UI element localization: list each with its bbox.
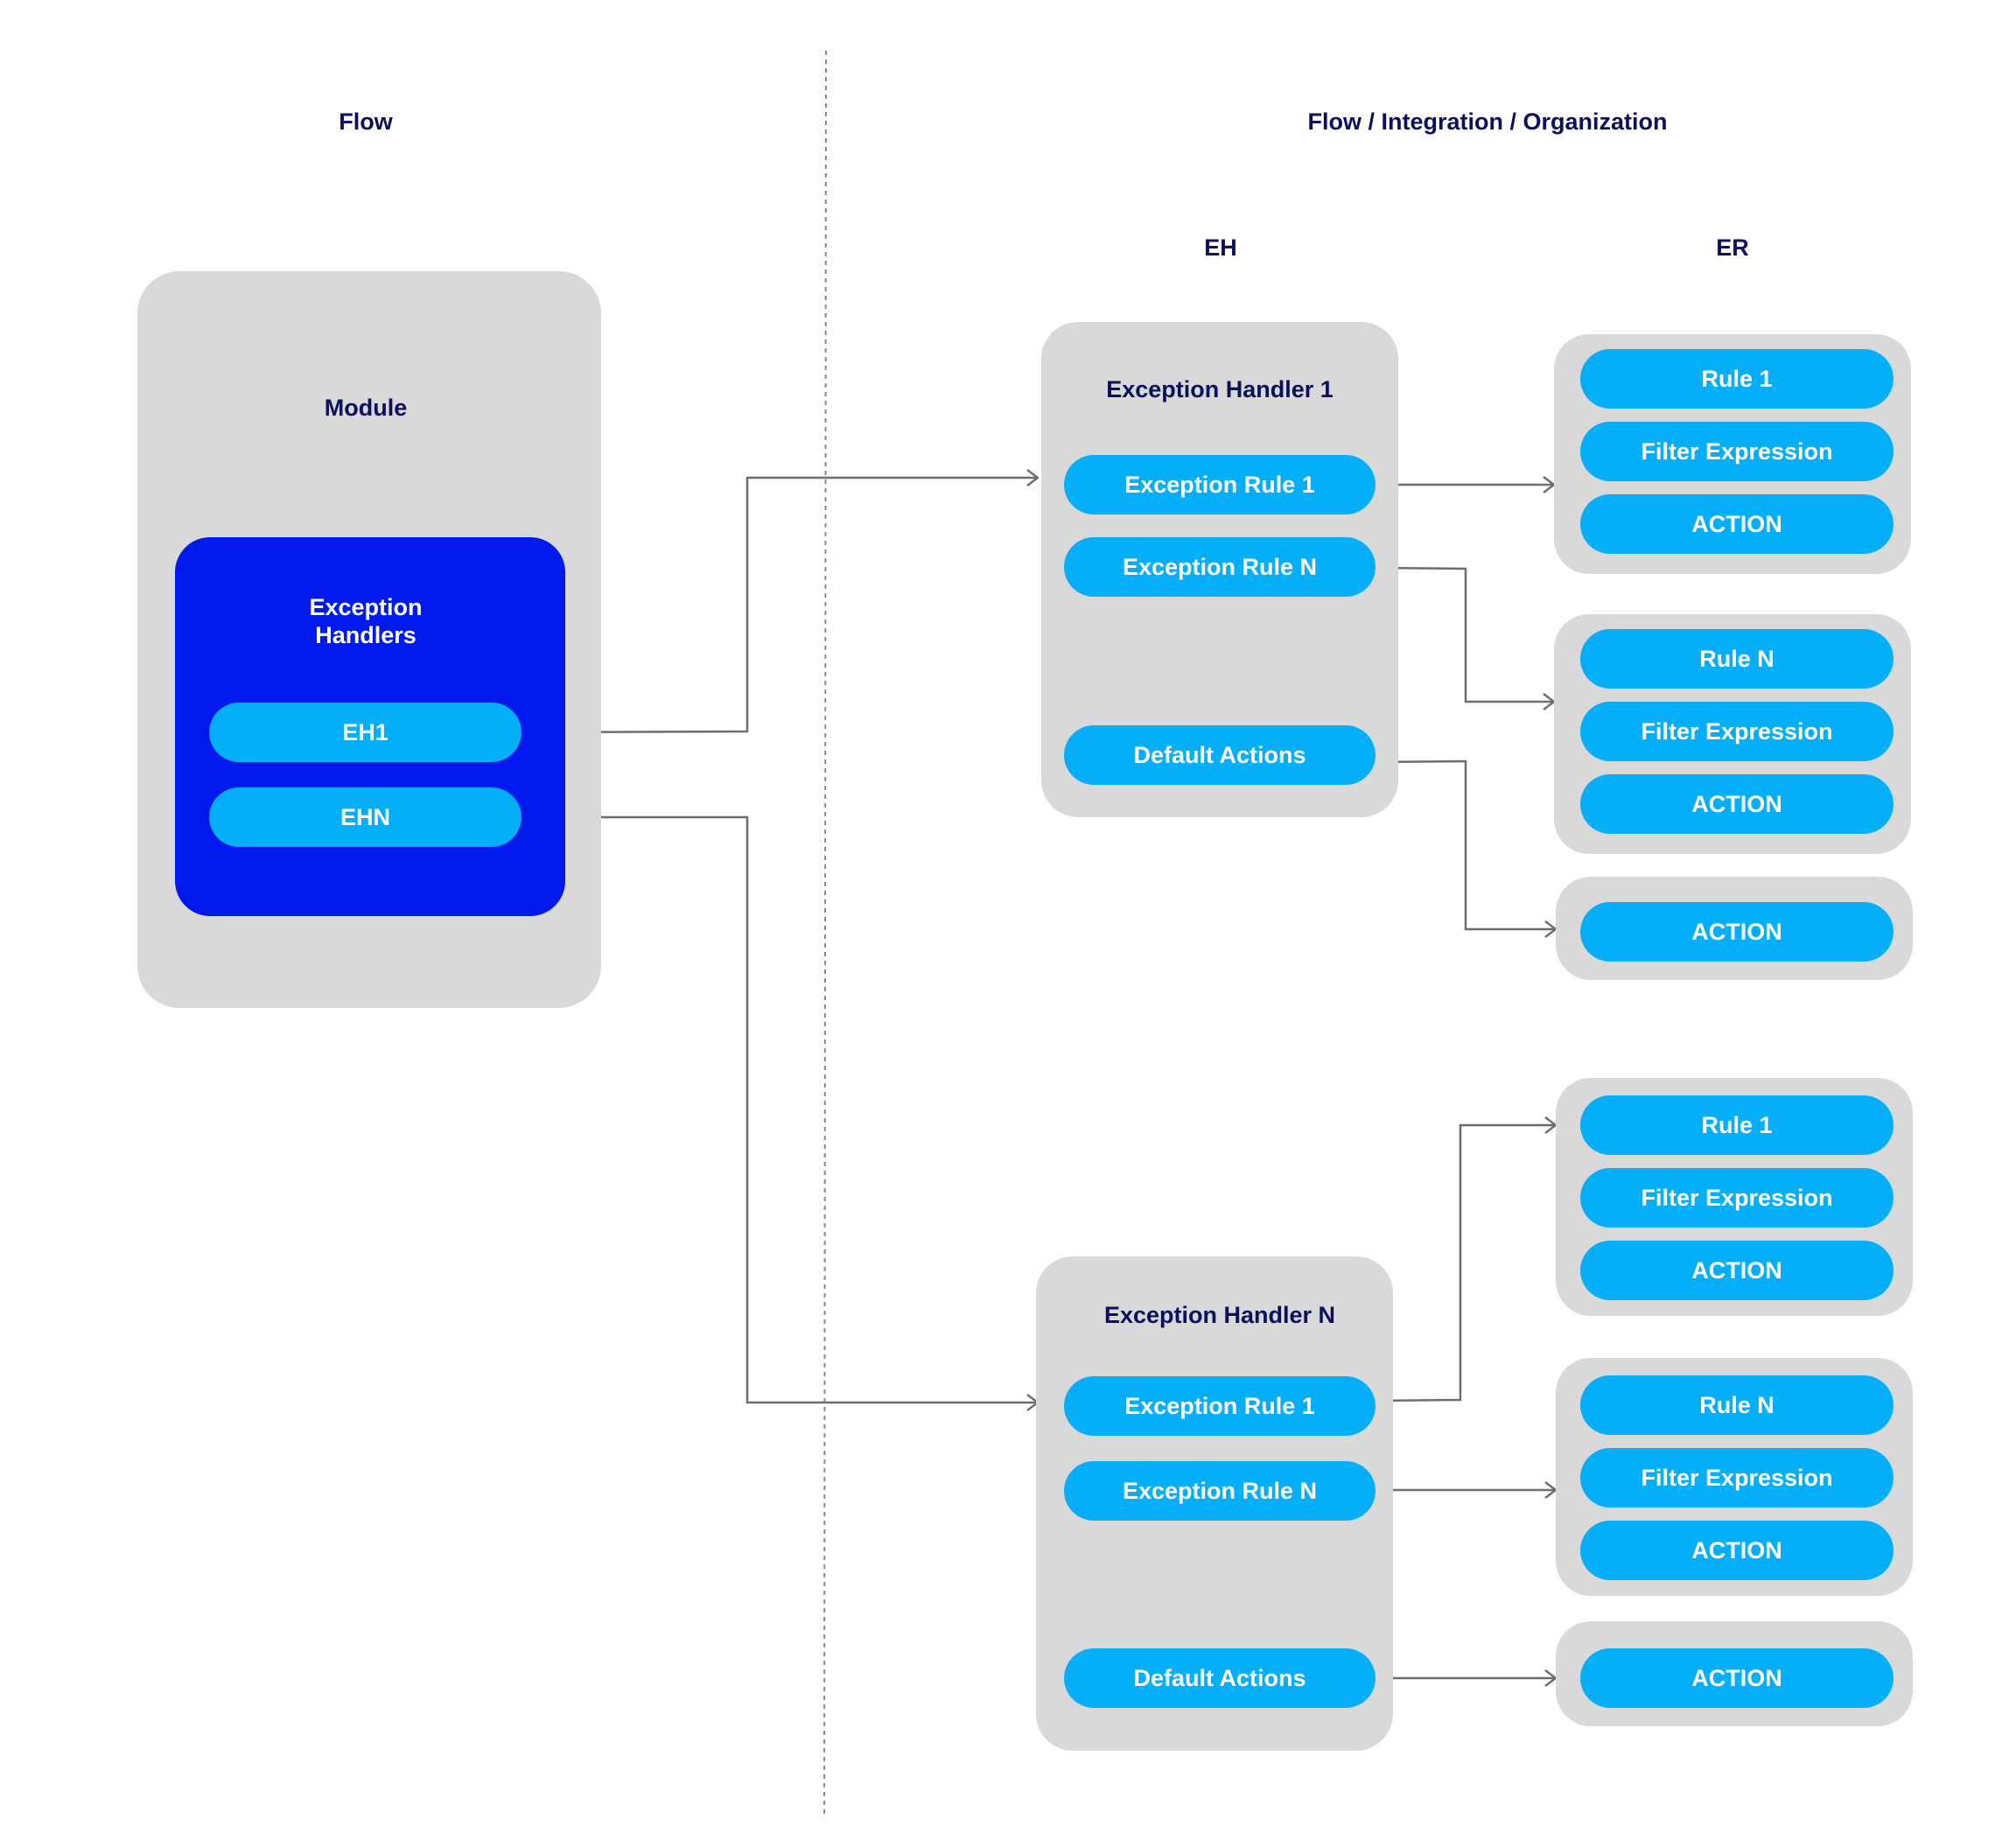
- er-group-4-filter-expression[interactable]: Filter Expression: [1580, 1168, 1894, 1228]
- er-group-5-filter-expression[interactable]: Filter Expression: [1580, 1448, 1894, 1508]
- handler-1-default-actions[interactable]: Default Actions: [1064, 725, 1376, 785]
- module-title: Module: [324, 395, 408, 421]
- er-group-2-rule[interactable]: Rule N: [1580, 629, 1894, 689]
- section-divider: [823, 50, 827, 1816]
- er-group-4-action[interactable]: ACTION: [1580, 1241, 1894, 1300]
- connector-ehn-to-handler-n: [521, 815, 1038, 1403]
- handler-n-exception-rule-1[interactable]: Exception Rule 1: [1064, 1376, 1376, 1436]
- handler-1-exception-rule-1[interactable]: Exception Rule 1: [1064, 455, 1376, 514]
- er-group-4-rule[interactable]: Rule 1: [1580, 1095, 1894, 1155]
- exception-handlers-title: Exception Handlers: [309, 594, 423, 648]
- flow-header: Flow: [339, 108, 393, 135]
- handler-n-exception-rule-n[interactable]: Exception Rule N: [1064, 1461, 1376, 1521]
- handler-n-default-actions[interactable]: Default Actions: [1064, 1648, 1376, 1708]
- er-group-2-filter-expression[interactable]: Filter Expression: [1580, 702, 1894, 761]
- connector-h1-rulen-to-group: [1374, 566, 1554, 702]
- er-group-1-rule[interactable]: Rule 1: [1580, 349, 1894, 409]
- connector-h1-default-to-action: [1374, 759, 1556, 929]
- er-group-6-action[interactable]: ACTION: [1580, 1648, 1894, 1708]
- flow-integration-organization-header: Flow / Integration / Organization: [1307, 108, 1668, 135]
- er-group-5-action[interactable]: ACTION: [1580, 1521, 1894, 1580]
- eh-column-header: EH: [1204, 234, 1237, 261]
- connector-eh1-to-handler-1: [520, 478, 1038, 734]
- connector-hn-rule1-to-group: [1374, 1125, 1556, 1403]
- exception-handler-n-title: Exception Handler N: [1103, 1302, 1336, 1328]
- er-column-header: ER: [1716, 234, 1749, 261]
- ehn-pill[interactable]: EHN: [209, 787, 522, 847]
- eh1-pill[interactable]: EH1: [209, 703, 522, 762]
- er-group-1-action[interactable]: ACTION: [1580, 494, 1894, 554]
- exception-handler-1-title: Exception Handler 1: [1106, 376, 1334, 402]
- er-group-5-rule[interactable]: Rule N: [1580, 1375, 1894, 1435]
- handler-1-exception-rule-n[interactable]: Exception Rule N: [1064, 537, 1376, 597]
- er-group-2-action[interactable]: ACTION: [1580, 774, 1894, 834]
- er-group-3-action[interactable]: ACTION: [1580, 902, 1894, 962]
- er-group-1-filter-expression[interactable]: Filter Expression: [1580, 422, 1894, 481]
